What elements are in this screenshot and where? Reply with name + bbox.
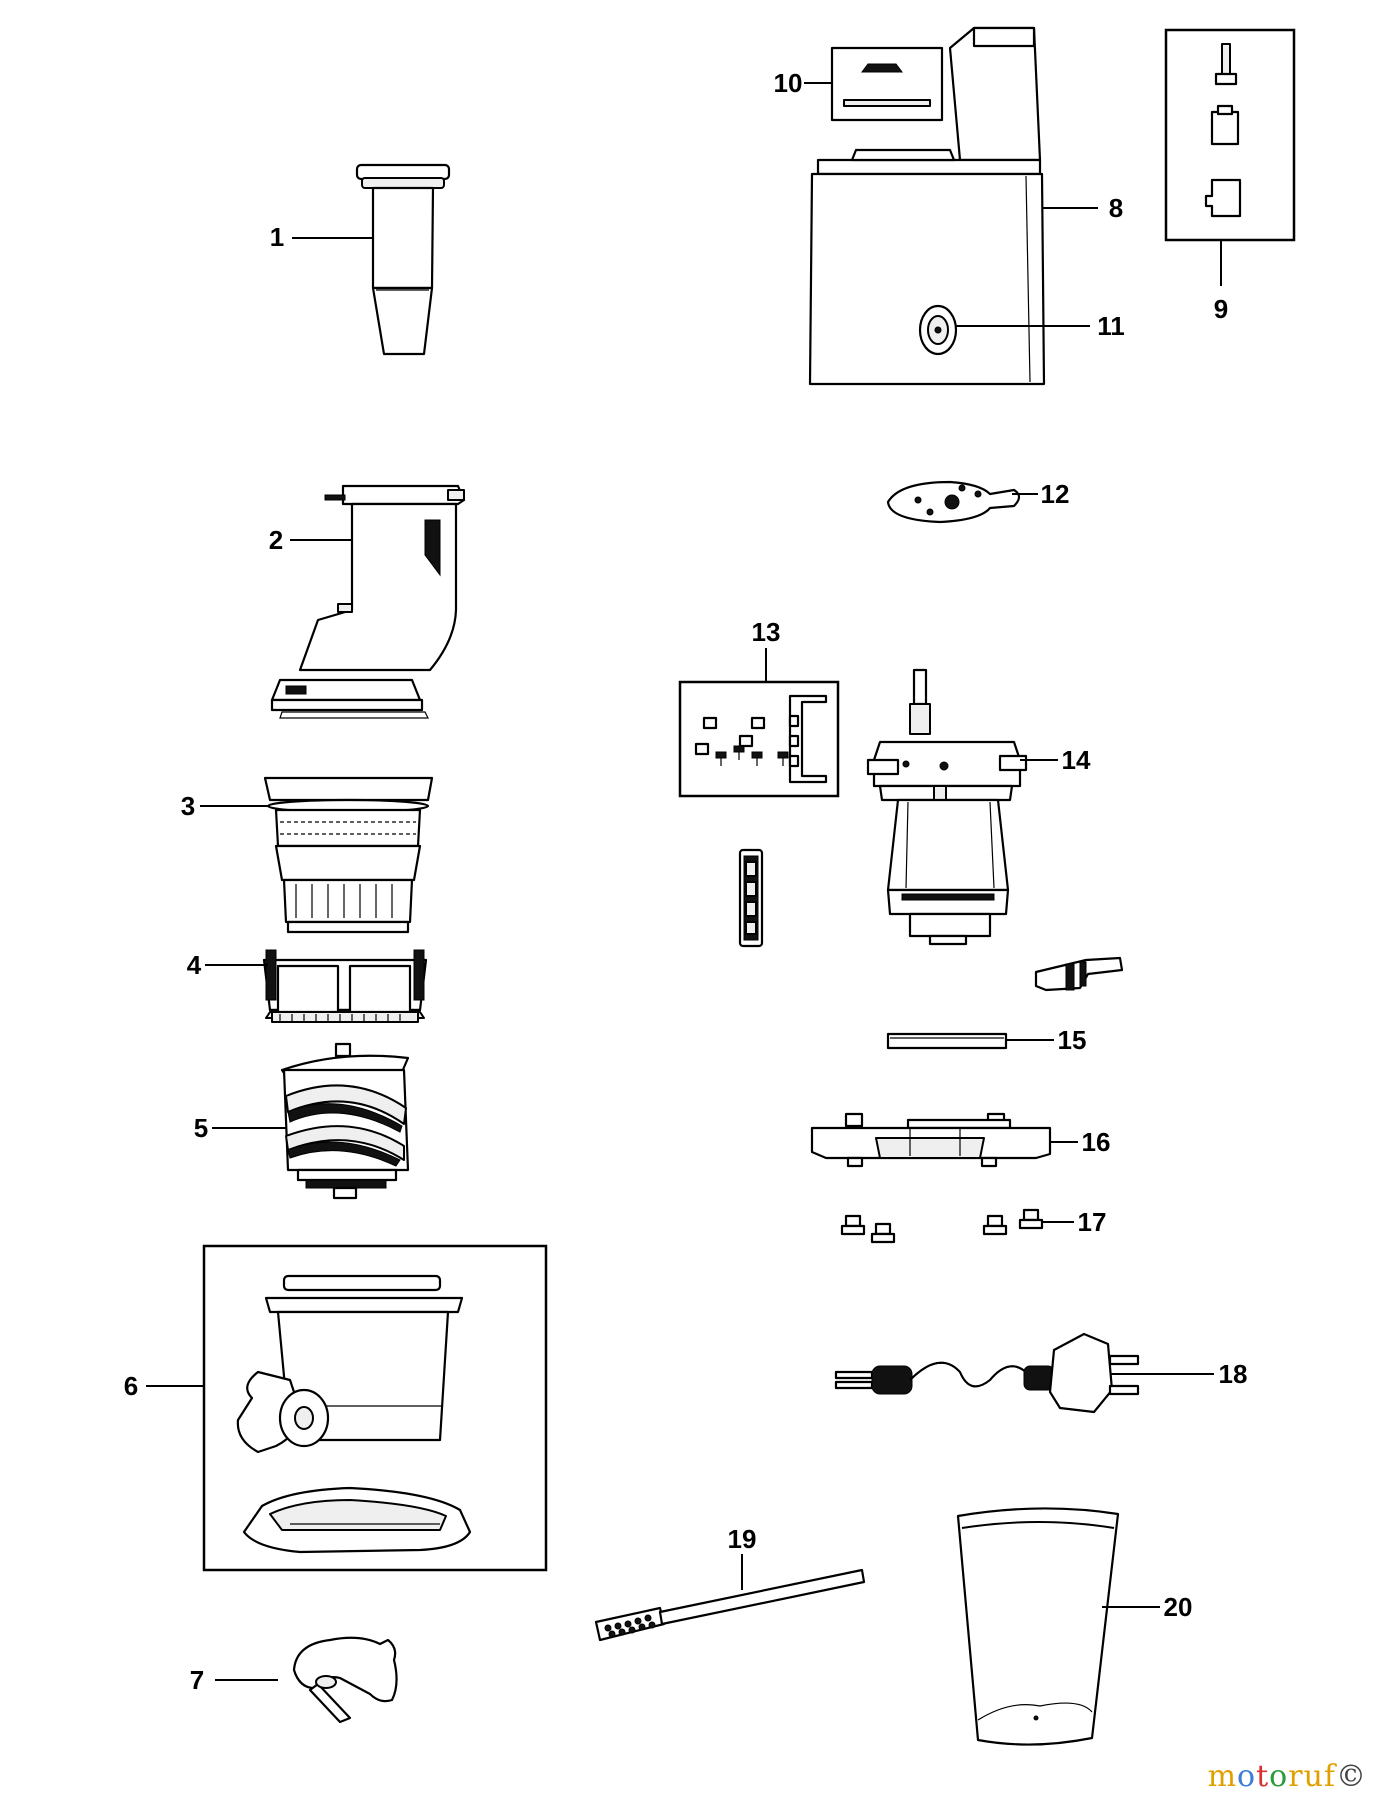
juicing-drum-icon <box>236 1274 472 1554</box>
part-11-label: 11 <box>1097 311 1125 341</box>
pusher-icon <box>355 163 451 356</box>
part-18-label: 18 <box>1219 1359 1248 1389</box>
watermark-copyright: © <box>1336 1759 1367 1794</box>
seal-strip-icon <box>886 1032 1008 1050</box>
part-10-label: 10 <box>774 68 803 98</box>
cleaning-brush-icon <box>594 1568 866 1642</box>
strainer-icon <box>263 776 434 934</box>
watermark-t: t <box>1256 1759 1270 1794</box>
part-15-label: 15 <box>1058 1025 1087 1055</box>
screw-auger-icon <box>280 1042 410 1200</box>
watermark-o2: o <box>1269 1759 1289 1794</box>
watermark-m: m <box>1207 1759 1238 1794</box>
watermark-logo: motoruf© <box>1208 1759 1367 1794</box>
part-20-label: 20 <box>1164 1592 1193 1622</box>
rotating-brush-icon <box>262 949 428 1023</box>
part-7-label: 7 <box>190 1665 204 1695</box>
part-13-label: 13 <box>752 617 781 647</box>
part-9-label: 9 <box>1214 294 1228 324</box>
part-2-label: 2 <box>269 525 283 555</box>
part-16-label: 16 <box>1082 1127 1111 1157</box>
switch-parts-icon <box>1204 43 1242 218</box>
part-17-label: 17 <box>1078 1207 1107 1237</box>
part-12-label: 12 <box>1041 479 1070 509</box>
juice-cup-icon <box>956 1507 1120 1746</box>
switch-knob-icon <box>918 304 958 356</box>
part-14-label: 14 <box>1062 745 1091 775</box>
label-plate-icon <box>830 46 944 122</box>
watermark-ruf: ruf <box>1288 1759 1336 1794</box>
part-5-label: 5 <box>194 1113 208 1143</box>
part-13-frame <box>678 680 840 798</box>
rubber-feet-icon <box>840 1208 1044 1244</box>
base-housing-icon <box>808 26 1046 386</box>
hopper-icon <box>270 484 466 719</box>
mounting-plate-icon <box>886 480 1021 524</box>
part-9-frame <box>1164 28 1296 242</box>
part-19-label: 19 <box>728 1524 757 1554</box>
spout-cap-icon <box>292 1636 398 1724</box>
bottom-cover-icon <box>810 1112 1052 1168</box>
part-3-label: 3 <box>181 791 195 821</box>
part-1-label: 1 <box>270 222 284 252</box>
power-cord-icon <box>834 1332 1140 1414</box>
motor-icon <box>738 668 1124 992</box>
part-6-label: 6 <box>124 1371 138 1401</box>
screw-set-icon <box>694 694 828 784</box>
part-6-frame <box>202 1244 548 1572</box>
part-4-label: 4 <box>187 950 202 980</box>
watermark-o1: o <box>1237 1759 1257 1794</box>
part-8-label: 8 <box>1109 193 1123 223</box>
